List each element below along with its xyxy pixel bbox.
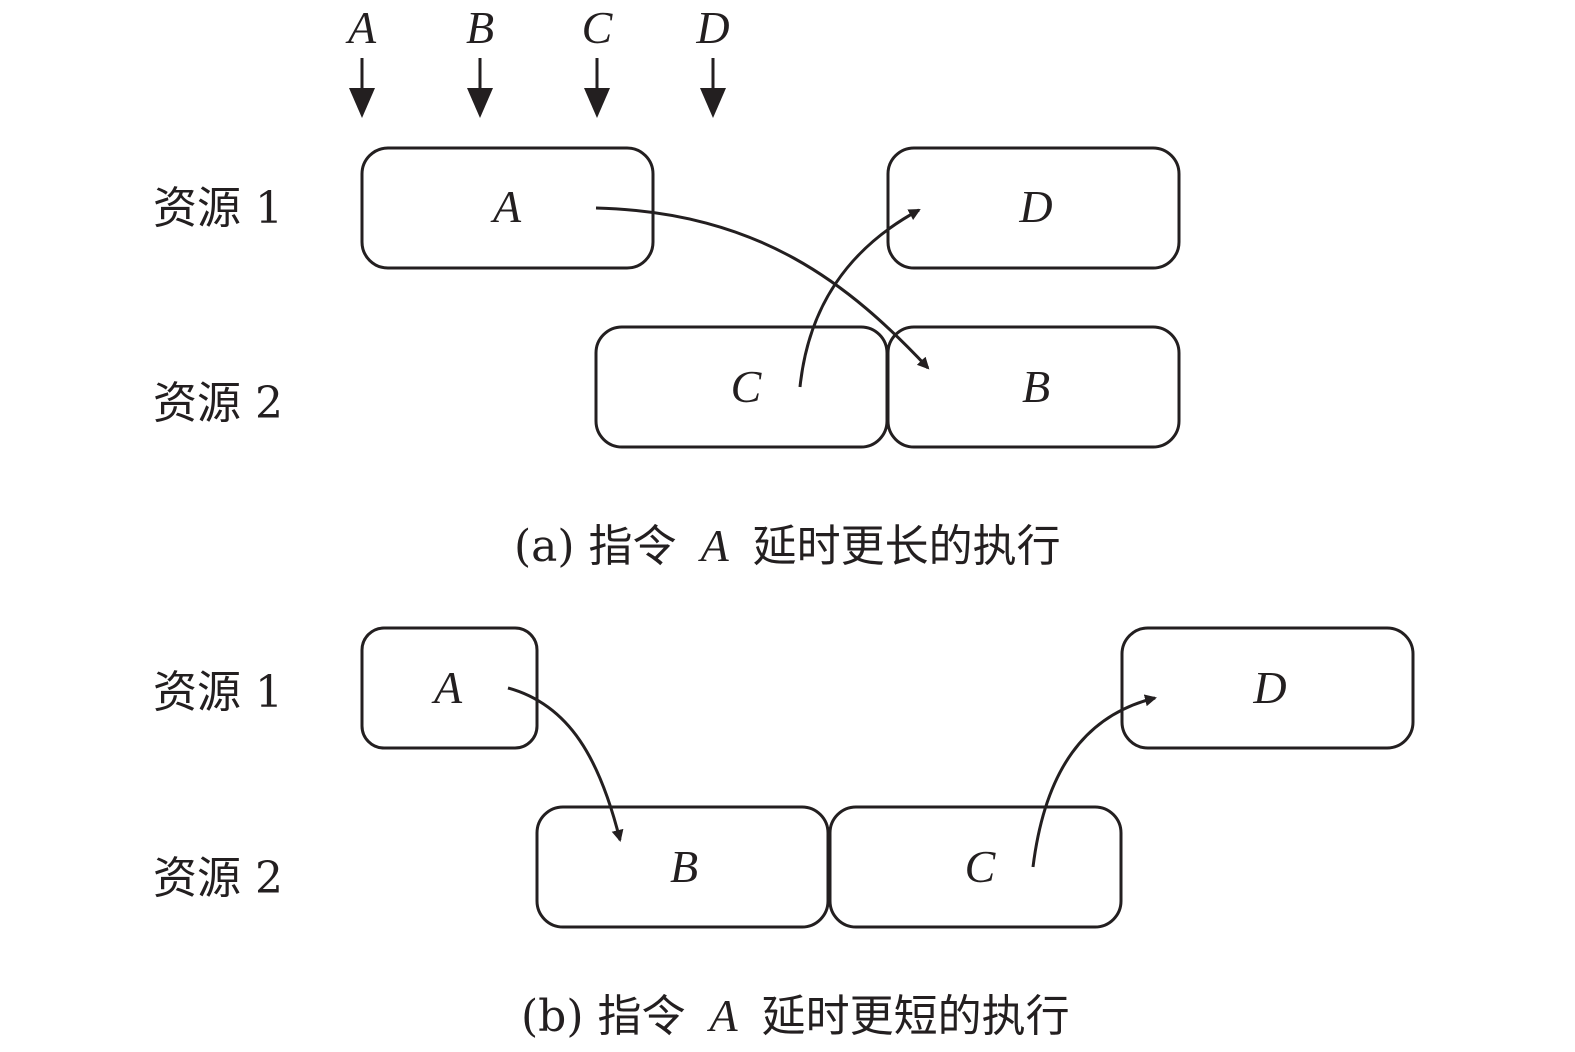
dependency-arrow-a-to-b [595, 206, 930, 370]
caption-b-var: A [706, 990, 738, 1041]
dependency-arrow-c-to-d [1031, 694, 1157, 868]
resource-label-1: 资源 1 [153, 183, 283, 234]
instruction-label-b: B [1022, 361, 1050, 412]
down-arrow-icon [700, 88, 726, 118]
down-arrow-icon [584, 88, 610, 118]
issue-label-b: B [466, 2, 494, 53]
instruction-label-d: D [1252, 662, 1286, 713]
instruction-box-c [828, 805, 1123, 929]
down-arrow-icon [349, 88, 375, 118]
diagram-b: 资源 1 资源 2 A D B C (b) 指令 A 延时更短的执行 [153, 626, 1415, 1042]
issue-order: A B C D [345, 2, 730, 118]
instruction-label-c: C [965, 841, 997, 892]
instruction-label-c: C [731, 361, 763, 412]
issue-label-a: A [345, 2, 377, 53]
instruction-label-a: A [431, 662, 463, 713]
resource-label-2: 资源 2 [153, 853, 283, 904]
issue-label-c: C [582, 2, 614, 53]
instruction-box-d [1120, 626, 1415, 750]
caption-a-var: A [698, 520, 730, 571]
caption-a-prefix: (a) 指令 [514, 521, 677, 572]
instruction-label-b: B [670, 841, 698, 892]
resource-label-1: 资源 1 [153, 667, 283, 718]
caption-b: (b) 指令 A 延时更短的执行 [521, 990, 1070, 1042]
instruction-label-d: D [1018, 181, 1052, 232]
instruction-box-b [535, 805, 830, 929]
dependency-arrow-a-to-b [507, 686, 624, 842]
caption-b-suffix: 延时更短的执行 [762, 991, 1070, 1042]
instruction-box-a [360, 146, 655, 270]
resource-label-2: 资源 2 [153, 378, 283, 429]
instruction-label-a: A [490, 181, 522, 232]
issue-label-d: D [695, 2, 729, 53]
instruction-box-b [886, 325, 1181, 449]
caption-b-prefix: (b) 指令 [521, 991, 685, 1042]
caption-a: (a) 指令 A 延时更长的执行 [514, 520, 1061, 572]
dependency-arrow-c-to-d [798, 208, 921, 388]
instruction-box-a [360, 626, 539, 750]
diagram-a: 资源 1 资源 2 A D C B (a) 指令 A 延时更长的执行 [153, 146, 1181, 572]
down-arrow-icon [467, 88, 493, 118]
caption-a-suffix: 延时更长的执行 [753, 521, 1061, 572]
instruction-box-d [886, 146, 1181, 270]
